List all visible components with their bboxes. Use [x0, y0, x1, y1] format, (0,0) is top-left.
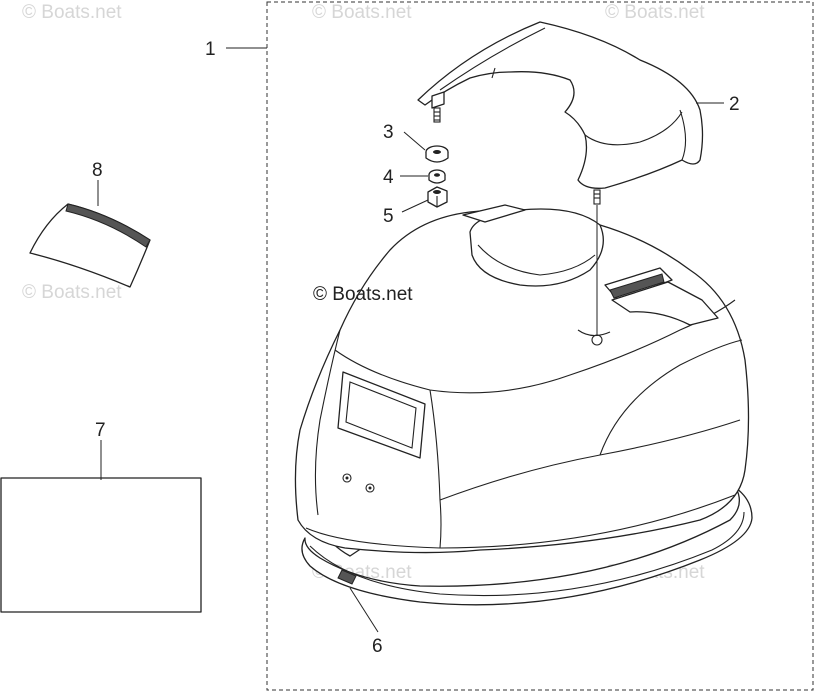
- watermark-top-left: © Boats.net: [22, 2, 122, 23]
- callout-6[interactable]: 6: [372, 636, 383, 657]
- part-1-top-cowling[interactable]: [294, 204, 750, 554]
- callout-8[interactable]: 8: [92, 160, 103, 181]
- part-8-pad[interactable]: [29, 203, 151, 288]
- leader-3: [403, 131, 426, 151]
- callout-5[interactable]: 5: [383, 206, 394, 227]
- callout-2[interactable]: 2: [729, 94, 740, 115]
- part-5-nut[interactable]: [427, 186, 448, 208]
- leader-5: [401, 199, 429, 213]
- assembly-frame: [266, 1, 814, 691]
- callout-1[interactable]: 1: [205, 39, 216, 60]
- watermark-mid-left: © Boats.net: [22, 282, 122, 303]
- copyright-text: © Boats.net: [313, 284, 413, 305]
- callout-3[interactable]: 3: [383, 122, 394, 143]
- part-2-handle[interactable]: [417, 21, 704, 205]
- callout-7[interactable]: 7: [95, 420, 106, 441]
- watermark-top-right: © Boats.net: [605, 2, 705, 23]
- leader-6: [349, 587, 379, 633]
- watermark-top-center: © Boats.net: [312, 2, 412, 23]
- part-3-washer[interactable]: [425, 145, 449, 163]
- part-4-lock-washer[interactable]: [428, 169, 446, 184]
- part-7-decal[interactable]: [0, 477, 202, 613]
- callout-4[interactable]: 4: [383, 167, 394, 188]
